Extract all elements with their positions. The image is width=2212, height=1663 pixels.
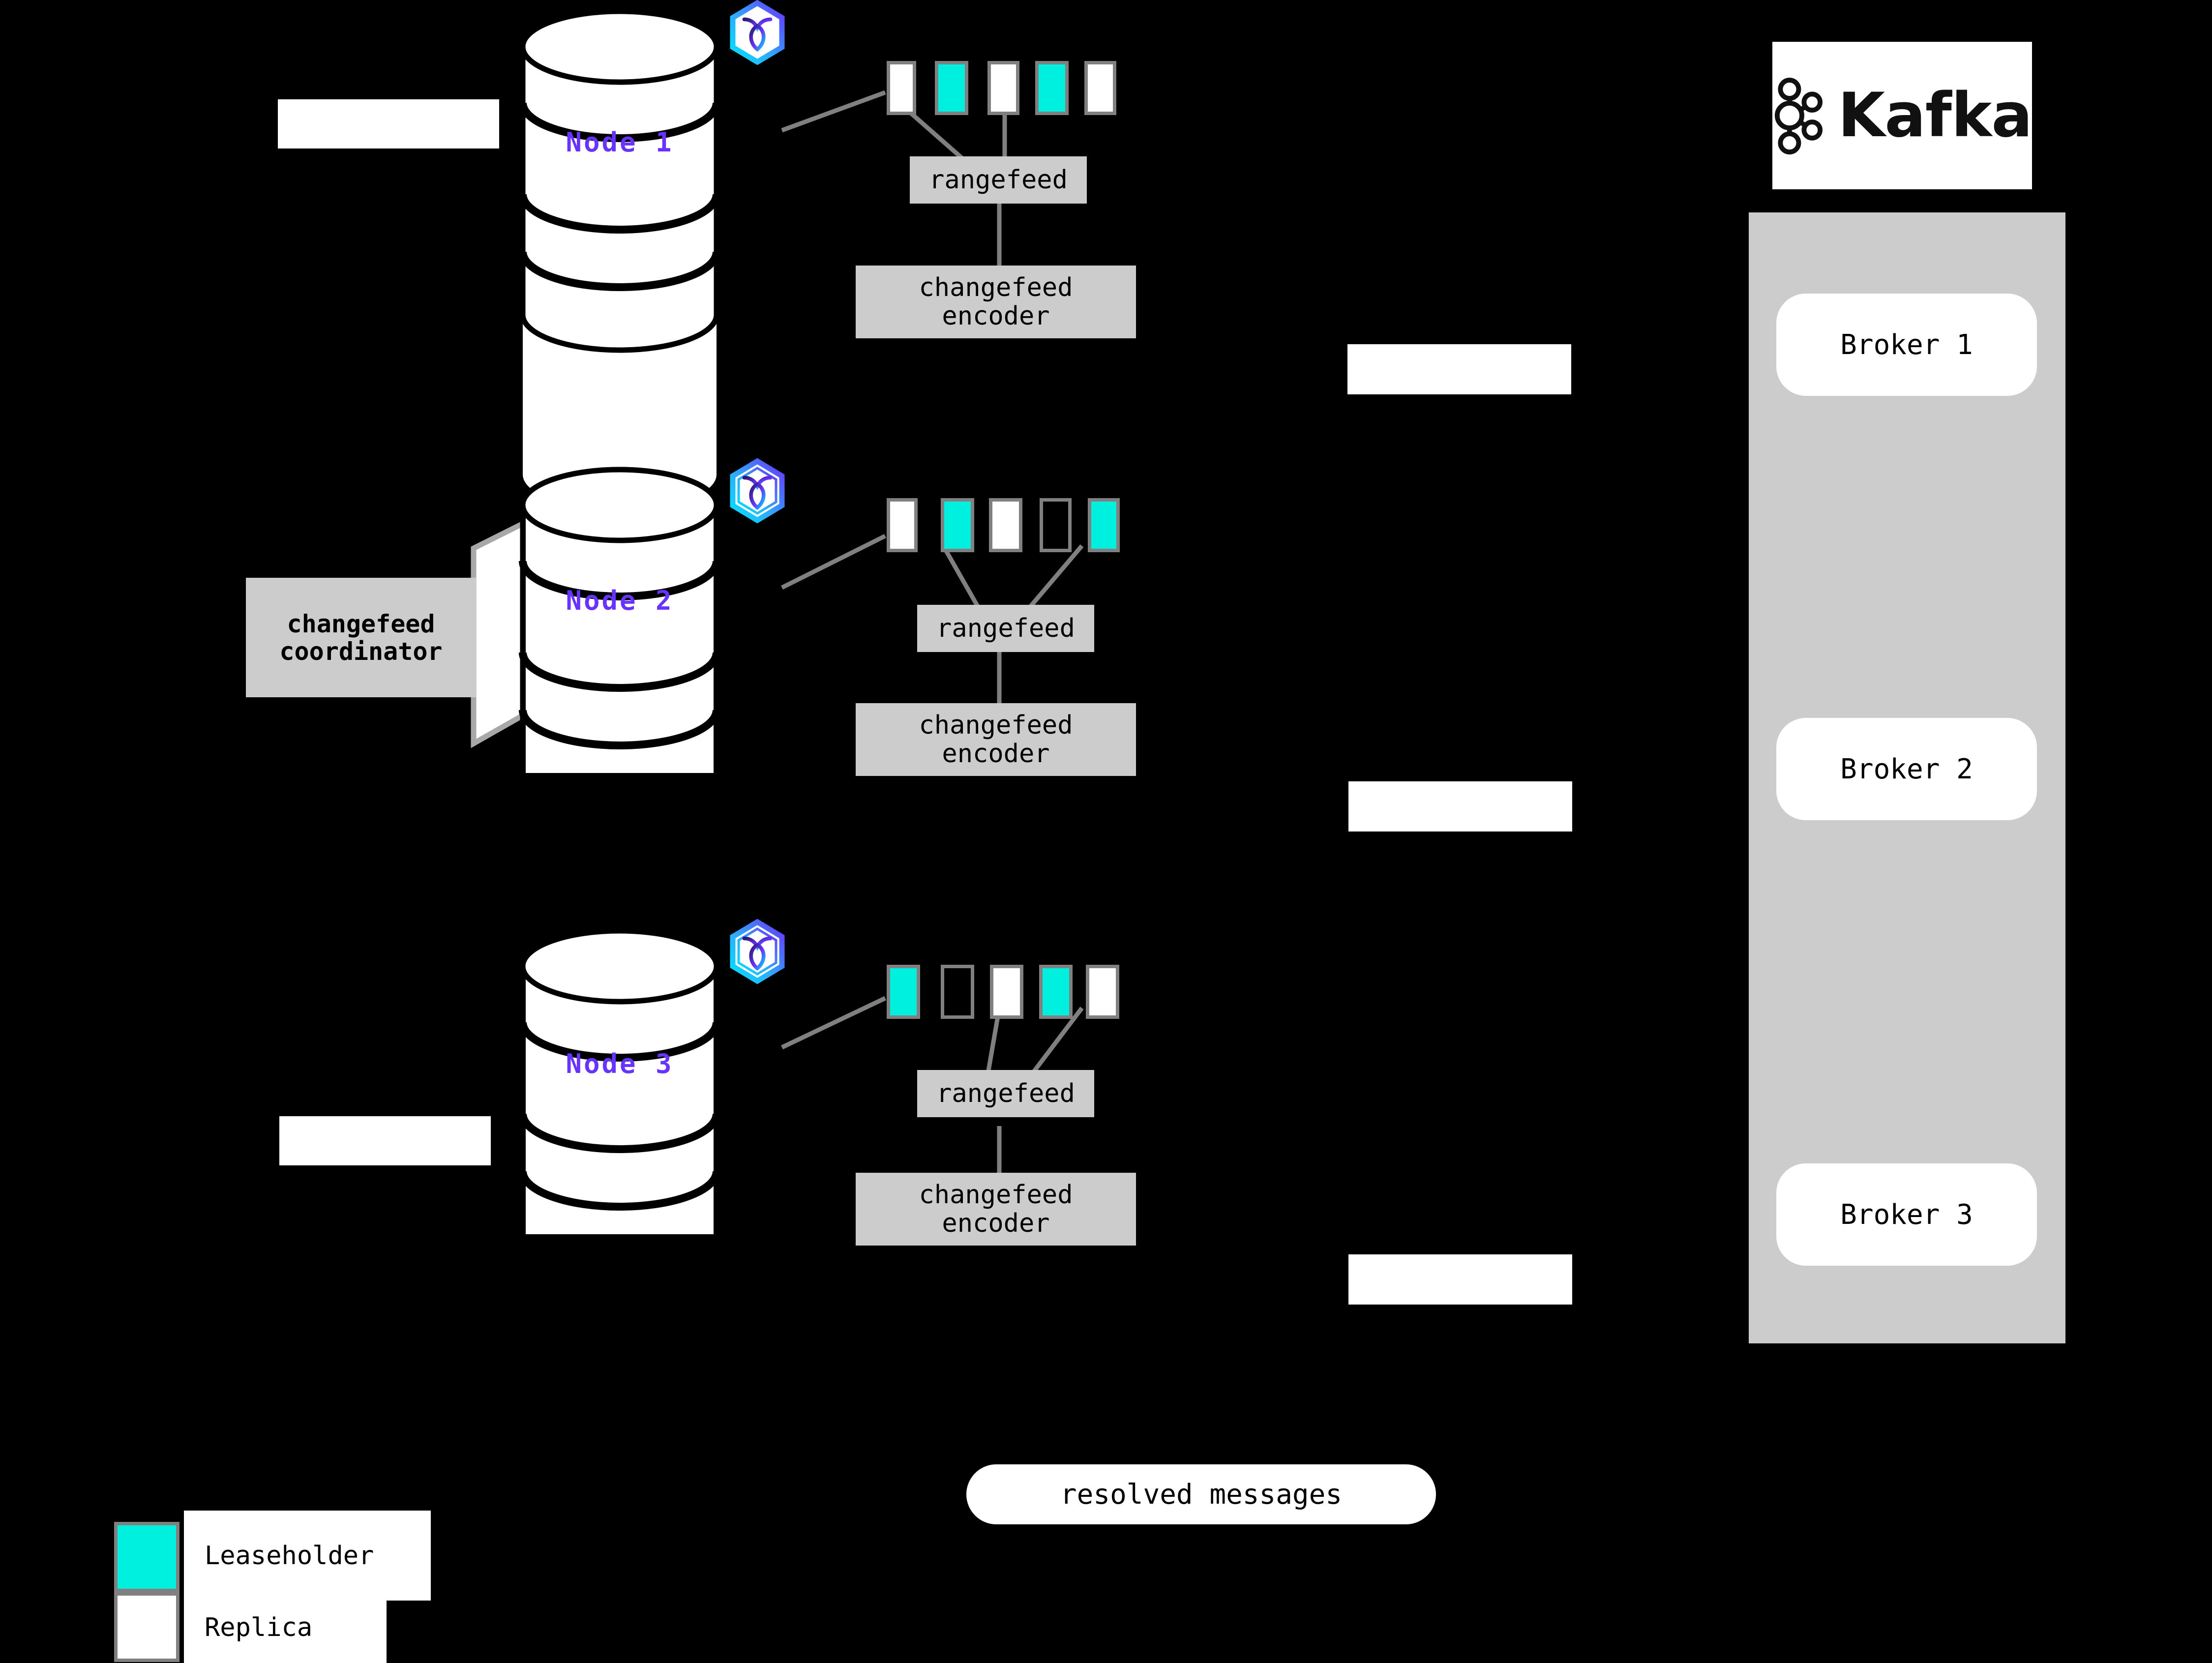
node2-range-1-replica[interactable] xyxy=(887,498,918,552)
node1-cylinder-lines xyxy=(519,8,720,353)
node3-body xyxy=(526,966,714,1234)
node1-range-5-replica[interactable] xyxy=(1084,61,1116,115)
encoder-line1: changefeed xyxy=(919,710,1073,740)
legend-label-leaseholder: Leaseholder xyxy=(184,1511,431,1601)
node2-body xyxy=(526,505,714,773)
node1-cockroachdb-hexagon-icon xyxy=(730,0,785,65)
encoder-line2: encoder xyxy=(942,301,1050,331)
node1-range-3-replica[interactable] xyxy=(987,61,1019,115)
legend-swatch-replica xyxy=(114,1592,179,1662)
node2-changefeed-encoder-box[interactable]: changefeed encoder xyxy=(856,703,1136,776)
node3-range-checkpoints-label: range checkpoints xyxy=(279,1116,491,1282)
node3-range-2-empty[interactable] xyxy=(941,965,974,1019)
range-checkpoints-line1: range xyxy=(353,157,424,185)
node2-range-4-empty[interactable] xyxy=(1040,498,1072,552)
rangefeed-label: rangefeed xyxy=(936,613,1075,643)
changefeed-messages-line1: changefeed xyxy=(1389,839,1531,867)
broker-1[interactable]: Broker 1 xyxy=(1776,294,2037,396)
encoder-line2: encoder xyxy=(942,739,1050,769)
node3-range-3-replica[interactable] xyxy=(990,965,1023,1019)
range-checkpoints-line2: checkpoints xyxy=(310,238,467,266)
node2-label: Node 2 xyxy=(566,585,674,616)
node2-range-2-leaseholder[interactable] xyxy=(941,498,974,552)
node1-range-4-leaseholder[interactable] xyxy=(1035,61,1069,115)
kafka-logo-icon xyxy=(1774,78,1823,155)
range-checkpoints-line1: range xyxy=(349,1174,421,1202)
node3-range-4-leaseholder[interactable] xyxy=(1039,965,1073,1019)
node3-rangefeed-box[interactable]: rangefeed xyxy=(917,1070,1094,1117)
node1-body xyxy=(526,47,714,315)
resolved-messages-pill[interactable]: resolved messages xyxy=(966,1464,1436,1524)
broker-3[interactable]: Broker 3 xyxy=(1776,1163,2037,1266)
changefeed-messages-label-3: changefeed messages xyxy=(1348,1254,1572,1421)
node1-changefeed-encoder-box[interactable]: changefeed encoder xyxy=(856,266,1136,338)
node1-range-checkpoints-label: range checkpoints xyxy=(278,99,499,266)
node2-rangefeed-box[interactable]: rangefeed xyxy=(917,605,1094,652)
node2-cockroachdb-hexagon-icon xyxy=(730,458,785,524)
changefeed-messages-line1: changefeed xyxy=(1388,402,1530,430)
node2-range-3-replica[interactable] xyxy=(989,498,1022,552)
node3-range-5-replica[interactable] xyxy=(1086,965,1119,1019)
kafka-wordmark: Kafka xyxy=(1838,80,2033,151)
node3-cockroachdb-hexagon-icon xyxy=(730,919,785,984)
encoder-line1: changefeed xyxy=(919,272,1073,302)
changefeed-messages-line2: messages xyxy=(1403,1393,1518,1421)
node1-range-2-leaseholder[interactable] xyxy=(935,61,968,115)
node3-label: Node 3 xyxy=(566,1048,674,1079)
node3-cylinder xyxy=(519,928,720,1273)
node3-changefeed-encoder-box[interactable]: changefeed encoder xyxy=(856,1173,1136,1246)
node1-label: Node 1 xyxy=(566,127,674,158)
encoder-line1: changefeed xyxy=(919,1180,1073,1210)
node1-rangefeed-box[interactable]: rangefeed xyxy=(910,156,1087,204)
changefeed-messages-line1: changefeed xyxy=(1389,1312,1531,1340)
coordinator-line2: coordinator xyxy=(279,637,443,666)
legend-swatch-leaseholder xyxy=(114,1522,179,1592)
changefeed-messages-line2: messages xyxy=(1402,483,1517,511)
node3-range-1-leaseholder[interactable] xyxy=(887,965,920,1019)
encoder-line2: encoder xyxy=(942,1209,1050,1238)
changefeed-messages-label-1: changefeed messages xyxy=(1347,344,1571,510)
coordinator-line1: changefeed xyxy=(287,609,435,638)
changefeed-messages-line2: messages xyxy=(1403,920,1518,948)
changefeed-coordinator-box[interactable]: changefeed coordinator xyxy=(246,578,476,697)
rangefeed-label: rangefeed xyxy=(929,165,1068,195)
changefeed-messages-label-2: changefeed messages xyxy=(1348,781,1572,948)
node2-cylinder xyxy=(471,171,720,811)
kafka-logo-box: Kafka xyxy=(1772,42,2033,189)
rangefeed-label: rangefeed xyxy=(936,1078,1075,1108)
node2-range-5-leaseholder[interactable] xyxy=(1088,498,1120,552)
broker-2[interactable]: Broker 2 xyxy=(1776,718,2037,820)
legend-label-replica: Replica xyxy=(184,1592,387,1663)
node2-cylinder-lines xyxy=(519,467,720,811)
range-checkpoints-line2: checkpoints xyxy=(307,1255,463,1283)
node1-cylinder xyxy=(519,8,720,353)
node1-range-1-replica[interactable] xyxy=(887,61,916,115)
